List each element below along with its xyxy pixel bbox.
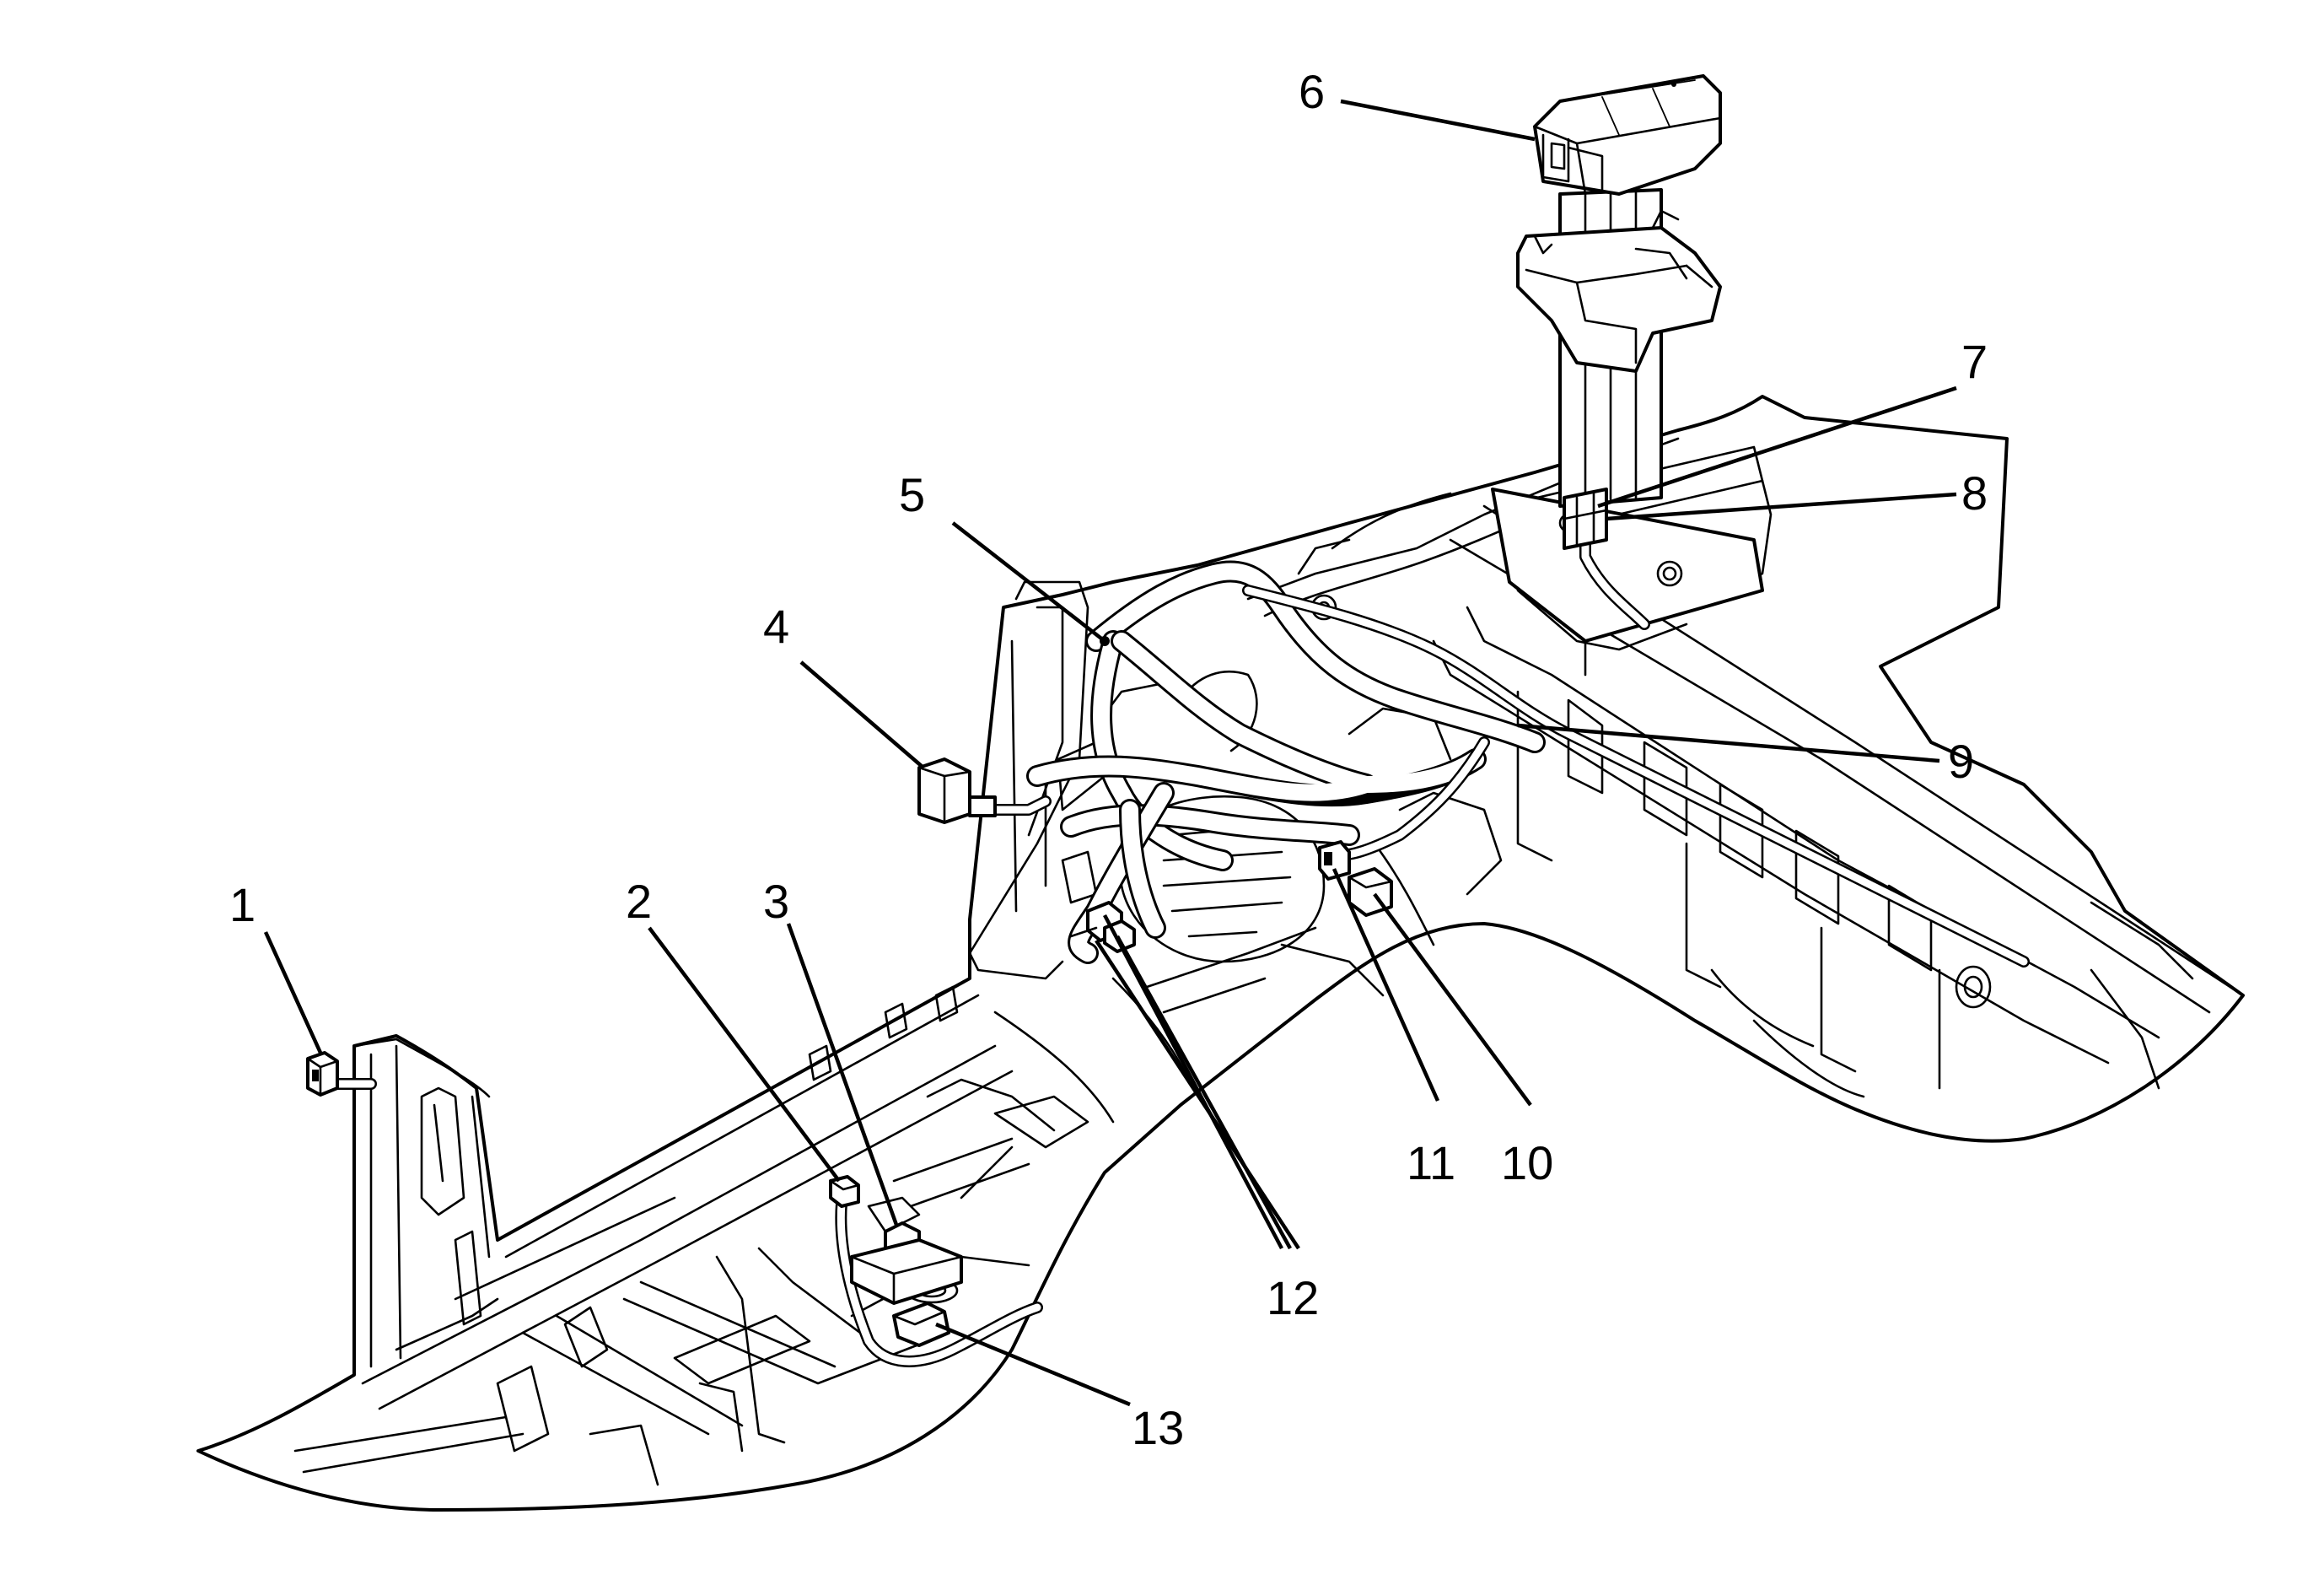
leader-3 — [786, 923, 899, 1226]
connector-4 — [917, 757, 997, 824]
leader-12a — [1103, 914, 1283, 1250]
leader-10 — [1373, 892, 1532, 1107]
connector-2 — [829, 1175, 860, 1208]
vehicle-body — [196, 188, 2245, 1512]
callout-8: 8 — [1961, 466, 1988, 520]
leader-11 — [1331, 868, 1440, 1102]
callout-2: 2 — [626, 875, 652, 928]
connector-11 — [1318, 840, 1351, 881]
callout-4: 4 — [763, 600, 789, 653]
leader-5 — [951, 521, 1106, 643]
callout-labels: 1 2 3 4 5 6 7 8 9 10 11 12 13 — [229, 65, 1988, 1454]
leader-12b — [1116, 935, 1292, 1250]
leader-1 — [263, 931, 323, 1054]
leader-9 — [1517, 723, 1940, 763]
wiring-harness — [319, 500, 2030, 1367]
leader-2 — [648, 926, 841, 1183]
connector-1 — [306, 1051, 339, 1097]
module-13 — [892, 1302, 950, 1347]
callout-1: 1 — [229, 878, 256, 931]
leader-6 — [1340, 99, 1536, 142]
callout-13: 13 — [1132, 1401, 1184, 1454]
callout-7: 7 — [1961, 335, 1988, 388]
callout-5: 5 — [899, 468, 925, 521]
leader-13 — [935, 1322, 1131, 1407]
body-silhouette — [196, 395, 2245, 1512]
fuse-block-connector — [1563, 488, 1608, 550]
callout-3: 3 — [763, 875, 789, 928]
callout-10: 10 — [1501, 1136, 1553, 1189]
leader-7 — [1597, 385, 1957, 509]
leader-8 — [1606, 492, 1957, 521]
callout-12: 12 — [1267, 1271, 1319, 1324]
fuse-block — [1533, 74, 1722, 196]
leader-lines — [263, 99, 1957, 1407]
callout-11: 11 — [1407, 1136, 1455, 1189]
components — [306, 74, 1722, 1347]
callout-9: 9 — [1948, 735, 1974, 788]
leader-4 — [799, 660, 925, 769]
leader-12c — [1095, 939, 1300, 1250]
callout-6: 6 — [1299, 65, 1325, 118]
module-3 — [850, 1221, 963, 1305]
